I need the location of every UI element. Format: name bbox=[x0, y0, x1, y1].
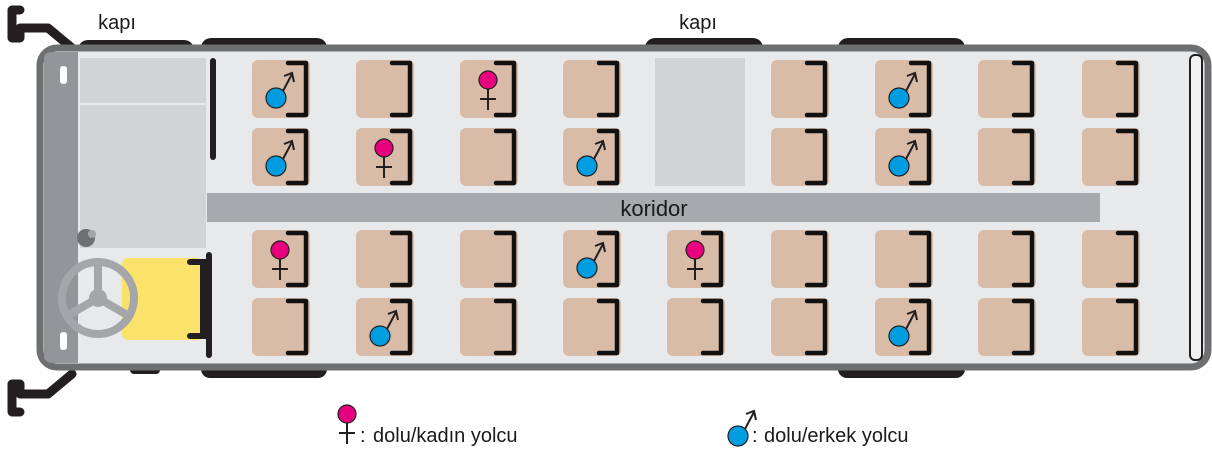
seat-1-6 bbox=[771, 60, 829, 118]
gear-knob-inner bbox=[88, 230, 96, 238]
rear-door-label: kapı bbox=[679, 12, 717, 34]
seat-2-2 bbox=[356, 128, 414, 186]
seat-1-7 bbox=[875, 60, 933, 118]
legend-male-separator: : bbox=[752, 425, 758, 447]
seat-3-6 bbox=[771, 230, 829, 288]
seat-3-1 bbox=[252, 230, 310, 288]
legend-female-symbol bbox=[337, 404, 357, 444]
seat-3-9 bbox=[1082, 230, 1140, 288]
male-passenger-icon bbox=[888, 71, 918, 109]
seat-3-4 bbox=[563, 230, 621, 288]
seat-2-1 bbox=[252, 128, 310, 186]
seat-2-9 bbox=[1082, 128, 1140, 186]
rear-door-area bbox=[655, 58, 745, 186]
legend-male: : dolu/erkek yolcu bbox=[727, 409, 909, 447]
seats-group bbox=[252, 60, 1140, 356]
seat-4-3 bbox=[460, 298, 518, 356]
front-dashboard bbox=[44, 52, 78, 363]
seat-2-8 bbox=[978, 128, 1036, 186]
seat-1-4 bbox=[563, 60, 621, 118]
front-door-rail bbox=[210, 58, 216, 160]
seat-4-2 bbox=[356, 298, 414, 356]
male-passenger-icon bbox=[576, 139, 606, 177]
seat-4-5 bbox=[667, 298, 725, 356]
front-window-slot-2 bbox=[60, 332, 67, 350]
seat-1-3 bbox=[460, 60, 518, 118]
seat-3-3 bbox=[460, 230, 518, 288]
seat-4-4 bbox=[563, 298, 621, 356]
corridor bbox=[207, 193, 1100, 222]
corridor-label: koridor bbox=[620, 196, 687, 221]
seat-2-6 bbox=[771, 128, 829, 186]
male-passenger-icon bbox=[265, 139, 295, 177]
seat-1-8 bbox=[978, 60, 1036, 118]
male-passenger-icon bbox=[576, 241, 606, 279]
female-symbol-icon bbox=[337, 404, 357, 444]
driver-seat bbox=[122, 258, 206, 340]
front-door-area bbox=[80, 58, 206, 248]
seat-3-2 bbox=[356, 230, 414, 288]
seat-2-4 bbox=[563, 128, 621, 186]
male-symbol-icon bbox=[727, 409, 757, 447]
male-passenger-icon bbox=[265, 71, 295, 109]
front-door-label: kapı bbox=[98, 12, 136, 34]
seat-4-9 bbox=[1082, 298, 1140, 356]
rear-bumper bbox=[1189, 54, 1203, 361]
seat-4-8 bbox=[978, 298, 1036, 356]
front-window-slot-1 bbox=[60, 66, 67, 84]
seat-1-9 bbox=[1082, 60, 1140, 118]
female-passenger-icon bbox=[478, 70, 498, 110]
seat-2-7 bbox=[875, 128, 933, 186]
legend-female-text: dolu/kadın yolcu bbox=[373, 425, 518, 447]
seat-2-3 bbox=[460, 128, 518, 186]
seat-1-2 bbox=[356, 60, 414, 118]
driver-partition bbox=[206, 252, 212, 358]
seat-3-5 bbox=[667, 230, 725, 288]
seat-3-8 bbox=[978, 230, 1036, 288]
legend-female-separator: : bbox=[360, 425, 366, 447]
legend-male-symbol bbox=[727, 409, 757, 447]
legend-female: : dolu/kadın yolcu bbox=[337, 404, 518, 447]
seat-4-1 bbox=[252, 298, 310, 356]
left-mirror-bottom bbox=[7, 369, 77, 417]
steering-wheel bbox=[58, 258, 138, 338]
male-passenger-icon bbox=[369, 309, 399, 347]
female-passenger-icon bbox=[685, 240, 705, 280]
male-passenger-icon bbox=[888, 139, 918, 177]
legend-male-text: dolu/erkek yolcu bbox=[764, 425, 909, 447]
seat-3-7 bbox=[875, 230, 933, 288]
male-passenger-icon bbox=[888, 309, 918, 347]
female-passenger-icon bbox=[270, 240, 290, 280]
seat-4-7 bbox=[875, 298, 933, 356]
left-mirror-top bbox=[7, 5, 77, 53]
seat-1-1 bbox=[252, 60, 310, 118]
seat-4-6 bbox=[771, 298, 829, 356]
female-passenger-icon bbox=[374, 138, 394, 178]
